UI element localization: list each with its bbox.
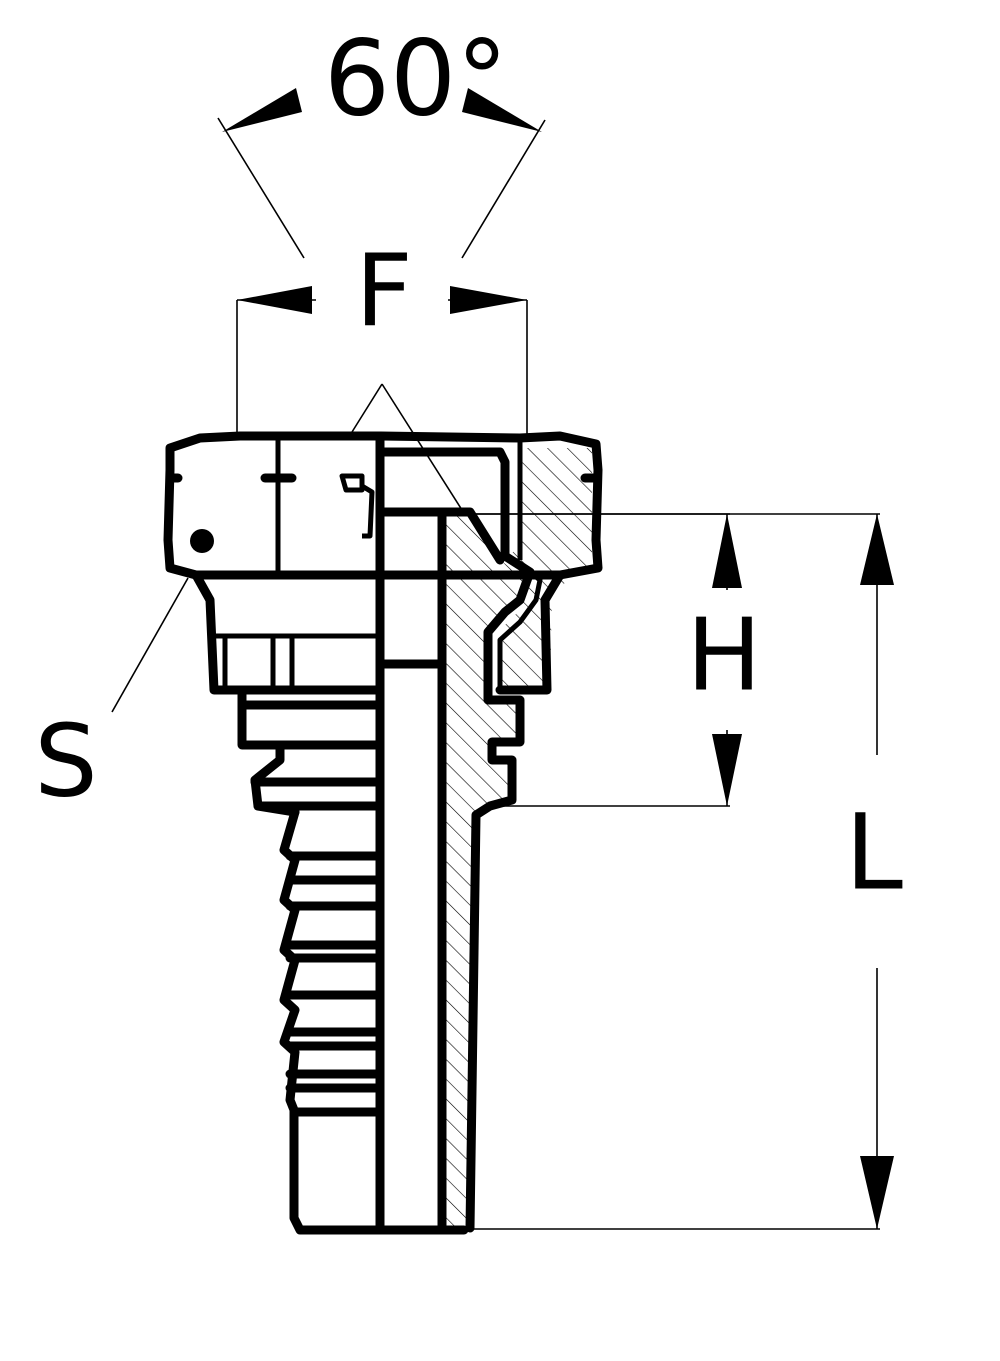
angle-label: 60°	[324, 17, 508, 139]
height-arrow-top	[712, 514, 742, 588]
length-dimension: L	[464, 513, 903, 1230]
length-label: L	[845, 791, 903, 913]
length-arrow-top	[860, 514, 894, 585]
central-bore	[375, 435, 543, 1233]
height-arrow-bottom	[712, 734, 742, 806]
width-arrow-right	[450, 286, 527, 314]
width-arrow-left	[237, 286, 312, 314]
width-label: F	[355, 232, 413, 349]
angle-dimension: 60°	[217, 17, 546, 511]
fitting-body	[237, 685, 469, 1235]
hex-nut	[163, 431, 603, 695]
angle-arrow-right	[462, 88, 542, 132]
wrench-marker-dot	[190, 529, 214, 553]
length-arrow-bottom	[860, 1156, 894, 1229]
angle-arrow-left	[222, 88, 302, 132]
width-dimension: F	[236, 232, 528, 436]
wrench-dimension: S	[34, 529, 214, 819]
height-label: H	[686, 596, 761, 713]
wrench-label: S	[34, 702, 97, 819]
